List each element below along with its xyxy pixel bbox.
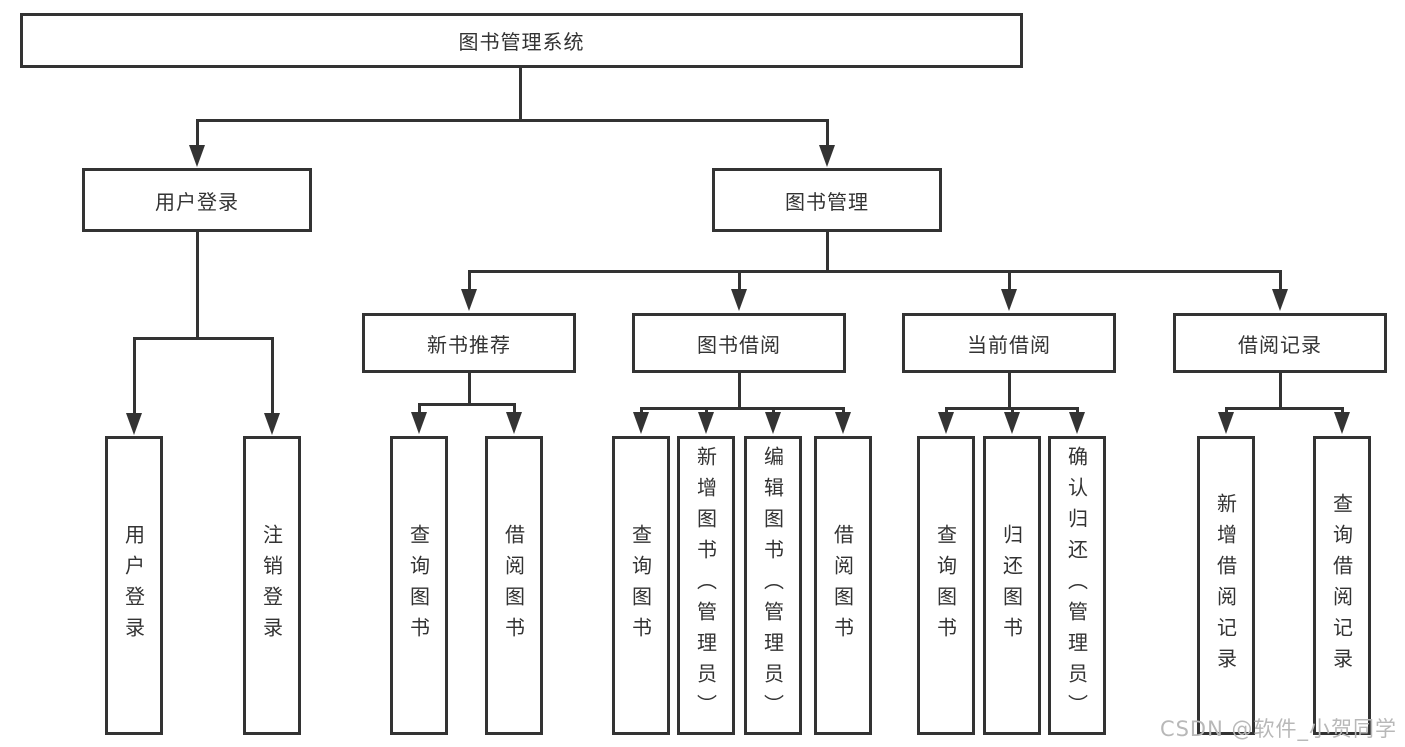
node-new-book-recommend: 新书推荐 [362,313,576,373]
connector-line [1225,407,1344,410]
connector-line [468,270,1282,273]
node-book-management: 图书管理 [712,168,942,232]
arrow-down-icon [461,270,477,311]
leaf-add-borrow-record: 新增借阅记录 [1197,436,1255,735]
arrow-down-icon [1004,407,1020,434]
arrow-down-icon [1001,270,1017,311]
leaf-return-book: 归还图书 [983,436,1041,735]
arrow-down-icon [938,407,954,434]
arrow-down-icon [633,407,649,434]
node-book-borrow: 图书借阅 [632,313,846,373]
leaf-query-borrow-record: 查询借阅记录 [1313,436,1371,735]
leaf-logout: 注销登录 [243,436,301,735]
leaf-user-login: 用户登录 [105,436,163,735]
node-root: 图书管理系统 [20,13,1023,68]
leaf-add-book-admin: 新增图书（管理员） [677,436,735,735]
arrow-down-icon [1272,270,1288,311]
leaf-query-books-borrow: 查询图书 [612,436,670,735]
csdn-watermark: CSDN @软件_小贺同学 [1159,717,1397,741]
arrow-down-icon [698,407,714,434]
arrow-down-icon [126,337,142,435]
arrow-down-icon [1218,407,1234,434]
leaf-edit-book-admin: 编辑图书（管理员） [744,436,802,735]
node-user-login: 用户登录 [82,168,312,232]
connector-line [196,119,829,122]
connector-line [195,232,199,337]
connector-line [640,407,845,410]
leaf-confirm-return-admin: 确认归还（管理员） [1048,436,1106,735]
leaf-borrow-books-borrow: 借阅图书 [814,436,872,735]
node-borrow-records: 借阅记录 [1173,313,1387,373]
arrow-down-icon [506,403,522,434]
connector-line [133,337,274,340]
leaf-query-books-current: 查询图书 [917,436,975,735]
leaf-query-books-newbook: 查询图书 [390,436,448,735]
connector-line [519,68,522,119]
connector-line [825,232,829,271]
connector-line [1007,373,1011,408]
connector-line [418,403,516,406]
connector-line [1278,373,1282,408]
leaf-borrow-books-newbook: 借阅图书 [485,436,543,735]
arrow-down-icon [264,337,280,435]
arrow-down-icon [189,119,205,167]
arrow-down-icon [765,407,781,434]
arrow-down-icon [411,403,427,434]
arrow-down-icon [731,270,747,311]
node-current-borrow: 当前借阅 [902,313,1116,373]
arrow-down-icon [819,119,835,167]
arrow-down-icon [1334,407,1350,434]
arrow-down-icon [1069,407,1085,434]
connector-line [737,373,741,408]
arrow-down-icon [835,407,851,434]
connector-line [467,373,471,404]
